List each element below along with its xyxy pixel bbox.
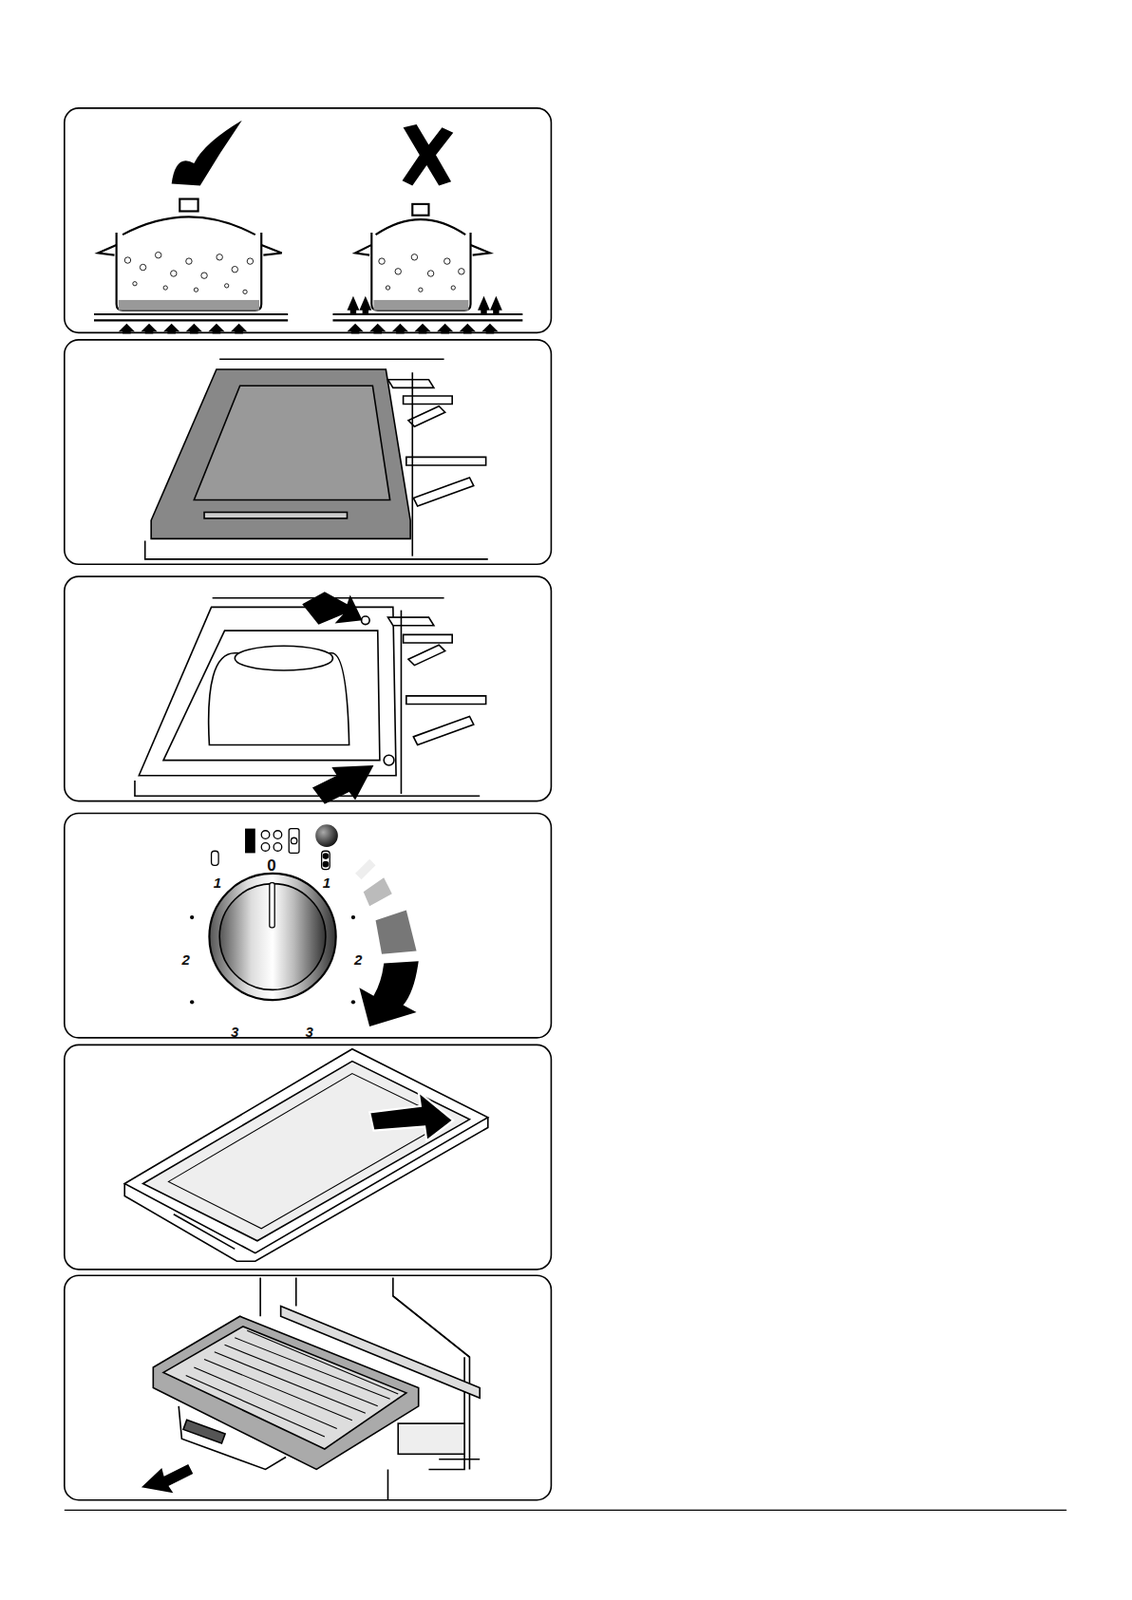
grill-pan (143, 1277, 481, 1500)
control-knob (189, 824, 419, 1027)
dial-setting-number: 3 (305, 1023, 314, 1038)
dial-setting-number: 1 (213, 874, 222, 889)
dial-setting-number: 1 (322, 874, 331, 889)
griddle-tray (124, 1049, 489, 1263)
griddle-on-hob (145, 358, 489, 560)
dial-setting-number: 3 (230, 1023, 239, 1038)
dial-off-mark: 0 (266, 857, 276, 874)
dial-setting-number: 2 (181, 952, 189, 967)
dial-setting-number: 2 (354, 952, 362, 967)
pot-comparison (94, 120, 523, 335)
hotplate-on-hob (134, 591, 487, 805)
